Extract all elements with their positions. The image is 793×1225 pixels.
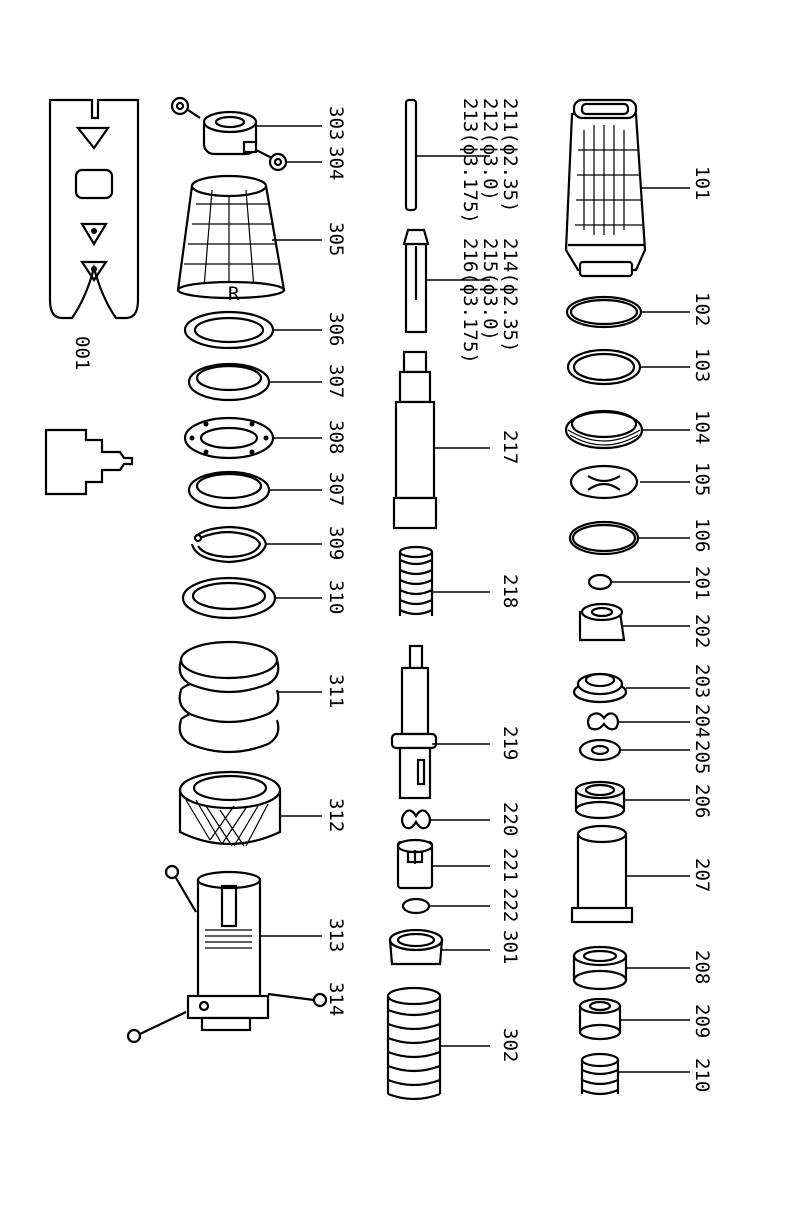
part-206-drawing [576,782,690,818]
part-222-drawing [403,899,490,913]
part-310-drawing [183,578,322,618]
part-205-drawing [580,740,690,760]
part-220-drawing [402,810,490,828]
label-205: 205 [691,740,713,774]
label-214: 214(ϕ2.35) [499,238,521,352]
label-220: 220 [499,802,521,836]
part-312-drawing [180,772,322,846]
part-307a-drawing [189,364,322,400]
part-104-drawing [566,411,690,448]
part-208-drawing [574,947,690,989]
part-302-drawing [388,988,490,1099]
label-203: 203 [691,664,713,698]
label-306: 306 [325,312,347,346]
label-106: 106 [691,518,713,552]
label-210: 210 [691,1058,713,1092]
label-311: 311 [325,674,347,708]
label-312: 312 [325,798,347,832]
label-213: 213(ϕ3.175) [459,98,481,224]
label-302: 302 [499,1028,521,1062]
part-313-drawing [166,866,322,1030]
insert-tool-drawing [46,430,132,494]
label-308: 308 [325,420,347,454]
label-204: 204 [691,704,713,738]
label-305: 305 [325,222,347,256]
part-102-drawing [567,297,690,327]
label-307b: 307 [325,472,347,506]
part-210-drawing [582,1054,690,1094]
label-209: 209 [691,1004,713,1038]
part-201-drawing [589,575,690,589]
part-304-drawing [244,142,322,170]
label-314: 314 [325,982,347,1016]
part-207-drawing [572,826,690,922]
label-001: 001 [71,336,93,370]
part-218-drawing [400,547,490,616]
label-201: 201 [691,566,713,600]
part-311-drawing [180,642,322,752]
label-215: 215(ϕ3.0) [479,238,501,341]
part-209-drawing [580,999,690,1039]
label-105: 105 [691,462,713,496]
column-1-parts [566,100,690,1094]
label-207: 207 [691,858,713,892]
part-101-drawing [566,100,690,276]
svg-text:R: R [228,283,240,305]
label-202: 202 [691,614,713,648]
label-211: 211(ϕ2.35) [499,98,521,212]
label-307a: 307 [325,364,347,398]
part-309-drawing [192,527,322,562]
part-308-drawing [185,418,322,458]
part-219-drawing [392,646,490,798]
part-217-drawing [394,352,490,528]
part-221-drawing [398,840,490,888]
part-202-drawing [580,604,690,640]
part-307b-drawing [189,472,322,508]
part-203-drawing [574,674,690,702]
label-208: 208 [691,950,713,984]
label-101: 101 [691,166,713,200]
part-301-drawing [390,930,490,964]
label-102: 102 [691,292,713,326]
label-310: 310 [325,580,347,614]
label-103: 103 [691,348,713,382]
label-212: 212(ϕ3.0) [479,98,501,201]
part-305-drawing: R [178,176,322,305]
label-304: 304 [325,146,347,180]
label-217: 217 [499,430,521,464]
part-106-drawing [570,522,690,554]
label-216: 216(ϕ3.175) [459,238,481,364]
label-206: 206 [691,784,713,818]
label-313: 313 [325,918,347,952]
label-303: 303 [325,106,347,140]
part-306-drawing [185,312,322,348]
column-3-parts: R [128,98,326,1042]
label-218: 218 [499,574,521,608]
label-222: 222 [499,888,521,922]
label-219: 219 [499,726,521,760]
column-4-parts [46,100,138,494]
label-301: 301 [499,930,521,964]
part-204-drawing [588,713,690,729]
part-105-drawing [571,466,690,498]
part-001-drawing [50,100,138,318]
label-104: 104 [691,410,713,444]
part-103-drawing [568,350,690,384]
label-221: 221 [499,848,521,882]
label-309: 309 [325,526,347,560]
